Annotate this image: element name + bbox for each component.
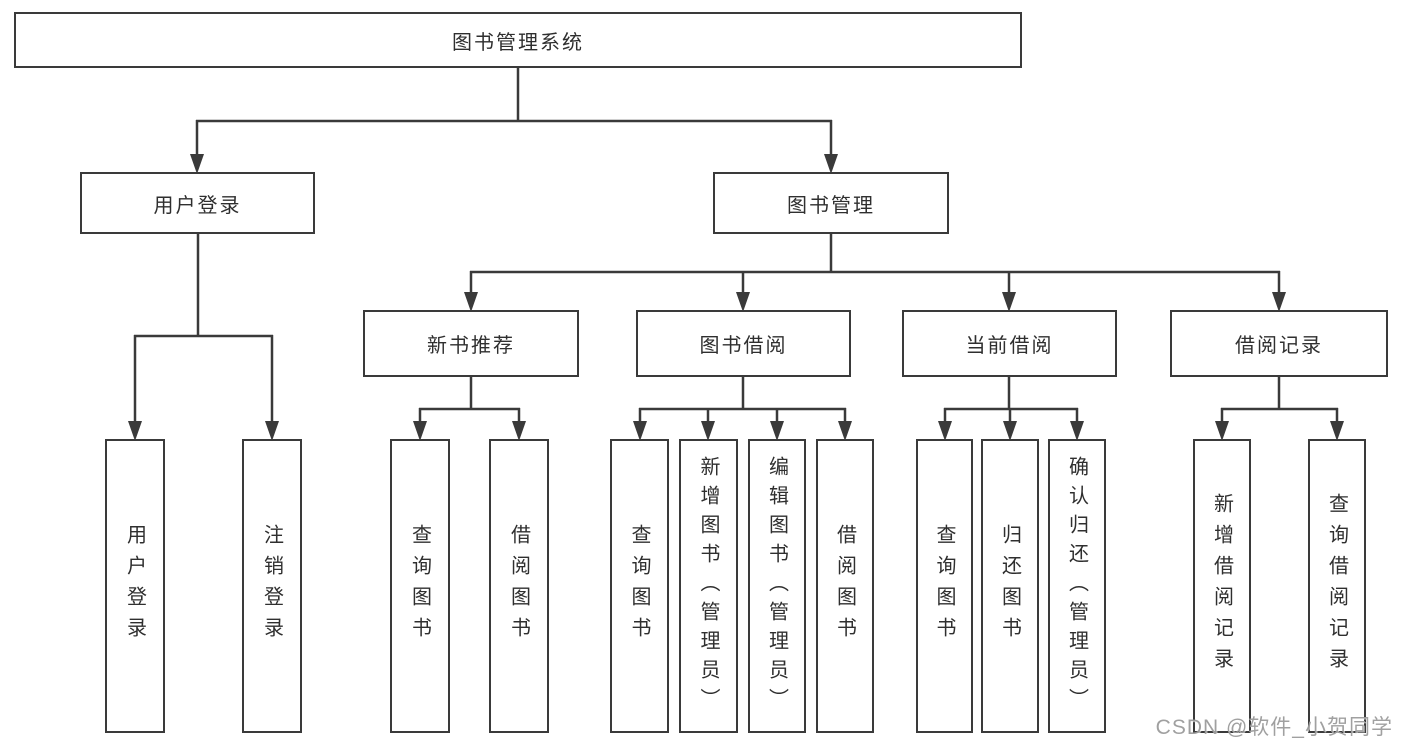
arrow-down-icon	[701, 421, 715, 441]
arrowhead-icons	[128, 154, 1344, 441]
leaf-add-borrow-record: 新增借阅记录	[1193, 439, 1251, 733]
node-label: 用户登录	[153, 194, 242, 217]
arrow-down-icon	[413, 421, 427, 441]
node-new-book-recommend: 新书推荐	[363, 310, 579, 377]
leaf-logout: 注销登录	[242, 439, 302, 733]
node-label: 新书推荐	[427, 335, 515, 357]
node-user-login: 用户登录	[80, 172, 315, 234]
arrow-down-icon	[1070, 421, 1084, 441]
leaf-edit-books-admin: 编辑图书（管理员）	[748, 439, 806, 733]
arrow-down-icon	[464, 292, 478, 312]
node-label: 图书借阅	[699, 335, 788, 357]
csdn-watermark: CSDN @软件_小贺同学	[1155, 716, 1393, 739]
arrow-down-icon	[824, 154, 838, 174]
arrow-down-icon	[128, 421, 142, 441]
node-label: 图书管理系统	[452, 31, 584, 54]
leaf-confirm-return-admin: 确认归还（管理员）	[1048, 439, 1106, 733]
arrow-down-icon	[1272, 292, 1286, 312]
arrow-down-icon	[1003, 421, 1017, 441]
arrow-down-icon	[938, 421, 952, 441]
arrow-down-icon	[190, 154, 204, 174]
node-root-system: 图书管理系统	[14, 12, 1022, 68]
arrow-down-icon	[1330, 421, 1344, 441]
arrow-down-icon	[770, 421, 784, 441]
node-label: 图书管理	[787, 194, 875, 217]
node-borrow-records: 借阅记录	[1170, 310, 1388, 377]
leaf-borrow-books-recommend: 借阅图书	[489, 439, 549, 733]
leaf-query-books-current: 查询图书	[916, 439, 973, 733]
arrow-down-icon	[633, 421, 647, 441]
arrow-down-icon	[265, 421, 279, 441]
node-current-borrow: 当前借阅	[902, 310, 1117, 377]
node-label: 借阅记录	[1235, 335, 1323, 357]
arrow-down-icon	[1002, 292, 1016, 312]
arrow-down-icon	[736, 292, 750, 312]
node-label: 当前借阅	[965, 335, 1054, 357]
leaf-query-books-recommend: 查询图书	[390, 439, 450, 733]
tree-edges	[133, 66, 1339, 423]
arrow-down-icon	[1215, 421, 1229, 441]
node-book-borrow: 图书借阅	[636, 310, 851, 377]
arrow-down-icon	[838, 421, 852, 441]
leaf-query-books-borrow: 查询图书	[610, 439, 669, 733]
arrow-down-icon	[512, 421, 526, 441]
leaf-return-books: 归还图书	[981, 439, 1039, 733]
leaf-user-login: 用户登录	[105, 439, 165, 733]
node-book-management: 图书管理	[713, 172, 949, 234]
leaf-query-borrow-record: 查询借阅记录	[1308, 439, 1366, 733]
leaf-borrow-books: 借阅图书	[816, 439, 874, 733]
leaf-add-books-admin: 新增图书（管理员）	[679, 439, 738, 733]
